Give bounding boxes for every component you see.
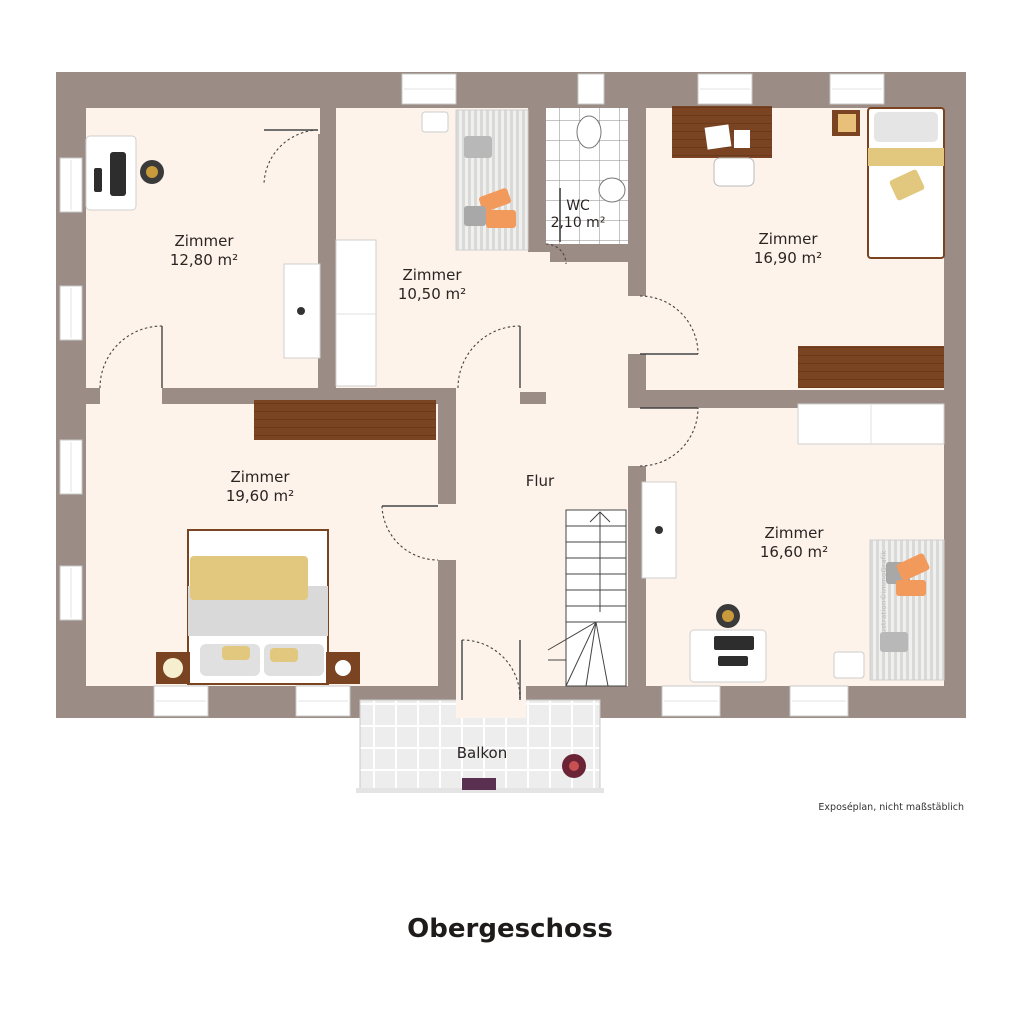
room-area: 16,60 m²	[759, 543, 829, 561]
room-area: 19,60 m²	[225, 487, 295, 505]
desk-zimmer-12-80	[85, 135, 164, 211]
room-name: Flur	[525, 472, 555, 490]
wc-fixtures	[559, 115, 626, 242]
room-label-zimmer-16-60: Zimmer 16,60 m²	[760, 524, 828, 562]
dresser-zimmer-19-60	[254, 400, 436, 440]
bed-zimmer-19-60	[156, 529, 360, 685]
desk-zimmer-16-60	[689, 604, 767, 683]
room-area: 10,50 m²	[397, 285, 467, 303]
room-name: Balkon	[456, 744, 508, 762]
room-label-zimmer-19-60: Zimmer 19,60 m²	[226, 468, 294, 506]
room-label-zimmer-12-80: Zimmer 12,80 m²	[170, 232, 238, 270]
room-name: Zimmer	[758, 230, 818, 248]
bed-zimmer-16-90	[832, 107, 945, 259]
room-area: 12,80 m²	[169, 251, 239, 269]
wardrobe-zimmer-10-50	[283, 239, 377, 387]
room-name: Zimmer	[764, 524, 824, 542]
bed-zimmer-16-60	[833, 539, 945, 681]
room-label-balkon: Balkon	[457, 744, 508, 763]
illustration-credit: illustration©immoGrafik	[880, 550, 888, 640]
room-label-flur: Flur	[526, 472, 554, 491]
balcony-decor	[462, 754, 586, 790]
scale-note: Exposéplan, nicht maßstäblich	[818, 802, 964, 813]
wardrobe-zimmer-16-90	[798, 346, 944, 388]
room-name: WC	[566, 198, 590, 214]
door-swings	[99, 129, 699, 699]
room-area: 2,10 m²	[550, 215, 606, 231]
desk-zimmer-16-90	[672, 106, 772, 187]
room-name: Zimmer	[174, 232, 234, 250]
room-name: Zimmer	[402, 266, 462, 284]
room-label-wc: WC 2,10 m²	[551, 198, 606, 232]
bed-zimmer-10-50	[421, 109, 529, 251]
room-label-zimmer-10-50: Zimmer 10,50 m²	[398, 266, 466, 304]
room-label-zimmer-16-90: Zimmer 16,90 m²	[754, 230, 822, 268]
staircase	[547, 509, 627, 687]
room-area: 16,90 m²	[753, 249, 823, 267]
room-name: Zimmer	[230, 468, 290, 486]
sink-zimmer-16-60	[641, 481, 677, 579]
floor-title: Obergeschoss	[407, 914, 613, 944]
